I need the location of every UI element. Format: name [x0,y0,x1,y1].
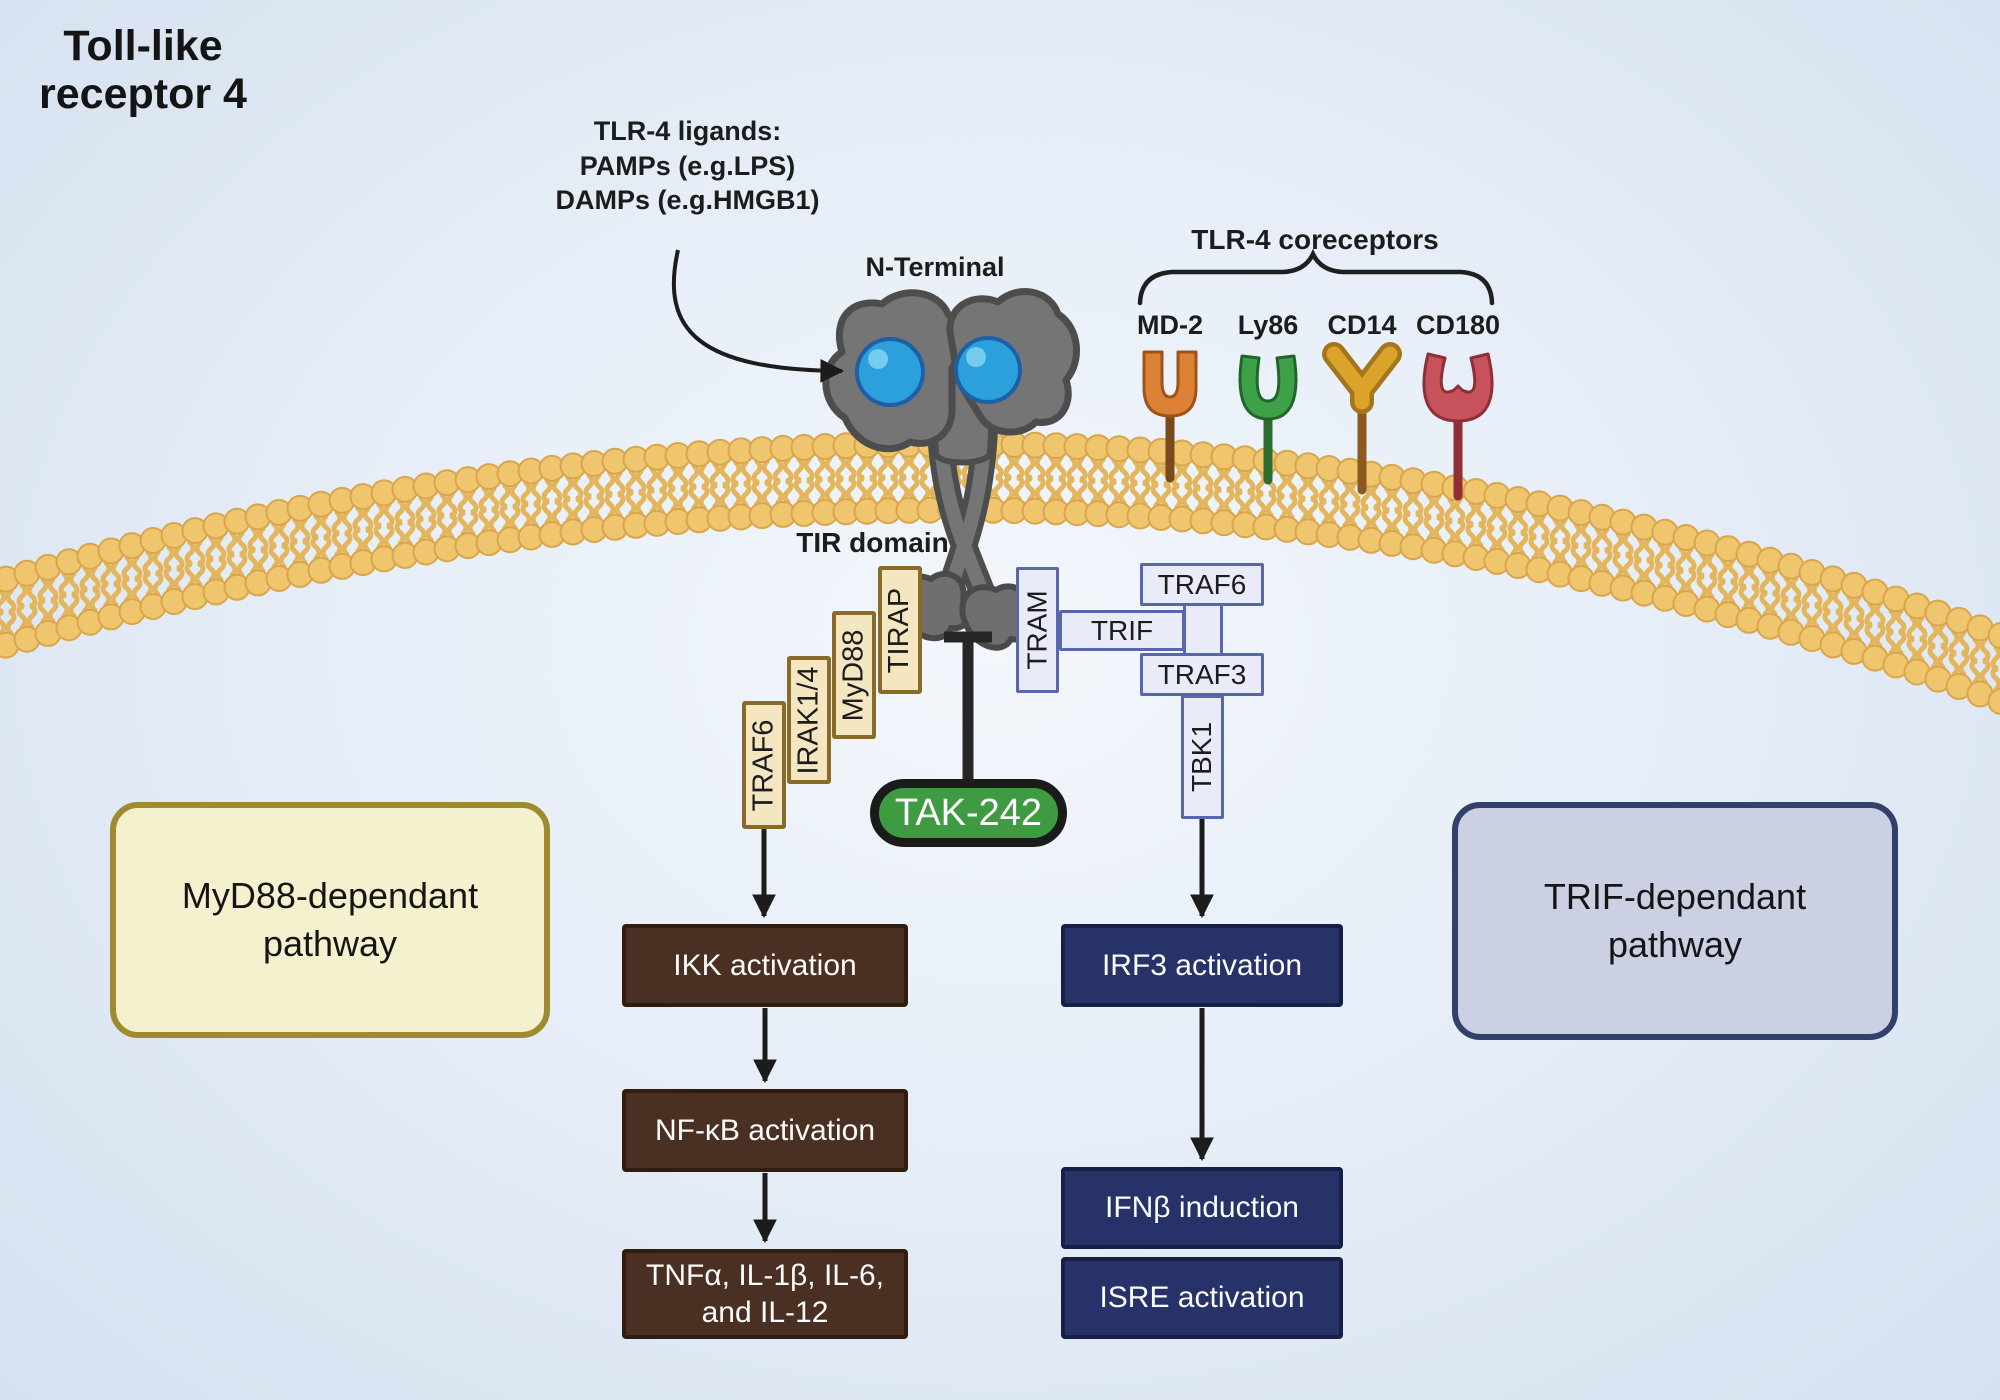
ligands-line-2: PAMPs (e.g.LPS) [579,150,796,181]
md2-receptor-icon [1142,350,1198,418]
ligand-arrow [671,249,845,383]
outcome-ifnb-induction: IFNβ induction [1061,1167,1343,1249]
adaptor-box-tram: TRAM [1016,567,1059,693]
adaptor-box-traf6: TRAF6 [742,701,786,829]
tir-domain-label: TIR domain [796,527,949,558]
adaptor-label-traf6: TRAF6 [747,719,780,811]
ligands-annotation: TLR-4 ligands: PAMPs (e.g.LPS) DAMPs (e.… [530,114,845,218]
adaptor-label-irak14: IRAK1/4 [792,666,825,774]
inhibitor-tak242: TAK-242 [870,779,1067,847]
adaptor-box-tbk1: TBK1 [1181,695,1224,819]
n-terminal-label: N-Terminal [865,252,1005,282]
coreceptor-label-cd14: CD14 [1327,310,1397,340]
adaptor-box-irak14: IRAK1/4 [787,656,831,784]
coreceptor-label-md2: MD-2 [1137,310,1203,340]
cd180-receptor-icon [1422,352,1494,423]
tlr4-receptor [822,288,1080,651]
coreceptor-label-cd180: CD180 [1415,310,1501,340]
adaptor-box-myd88: MyD88 [832,611,876,739]
adaptor-label-tirap: TIRAP [883,587,916,673]
coreceptors-title: TLR-4 coreceptors [1191,224,1439,255]
trif-pathway-panel: TRIF-dependant pathway [1452,802,1898,1040]
myd88-pathway-label: MyD88-dependant pathway [181,875,479,964]
trif-pathway-label: TRIF-dependant pathway [1543,876,1807,965]
adaptor-label-traf6-trif: TRAF6 [1157,568,1247,600]
flow-arrows [752,819,1214,1244]
inhibition-tbar [944,631,992,786]
diagram-title: Toll-like receptor 4 [39,22,247,119]
adaptor-label-tram: TRAM [1021,590,1053,670]
adaptor-box-tirap: TIRAP [878,566,922,694]
outcome-isre-activation: ISRE activation [1061,1257,1343,1339]
outcome-nfkb-activation: NF-κB activation [622,1089,908,1172]
coreceptors-brace [1137,248,1495,306]
ligands-line-3: DAMPs (e.g.HMGB1) [555,185,820,216]
cd14-receptor-icon [1322,342,1402,414]
cell-membrane [0,430,2000,715]
myd88-pathway-panel: MyD88-dependant pathway [110,802,550,1038]
adaptor-label-myd88: MyD88 [837,629,870,721]
adaptor-label-tbk1: TBK1 [1186,721,1218,793]
adaptor-label-traf3: TRAF3 [1157,658,1247,690]
trif-complex-connector [1183,601,1223,657]
ligand-sphere-right [954,336,1022,404]
ligand-sphere-left [855,337,925,407]
outcome-cytokines: TNFα, IL-1β, IL-6, and IL-12 [622,1249,908,1339]
ly86-receptor-icon [1238,354,1298,421]
adaptor-box-trif: TRIF [1059,610,1185,651]
adaptor-label-trif: TRIF [1090,614,1154,646]
adaptor-box-traf6-trif: TRAF6 [1140,563,1264,606]
coreceptor-label-ly86: Ly86 [1237,310,1299,340]
ligands-line-1: TLR-4 ligands: [593,116,782,146]
adaptor-box-traf3: TRAF3 [1140,653,1264,696]
outcome-ikk-activation: IKK activation [622,924,908,1007]
outcome-irf3-activation: IRF3 activation [1061,924,1343,1007]
